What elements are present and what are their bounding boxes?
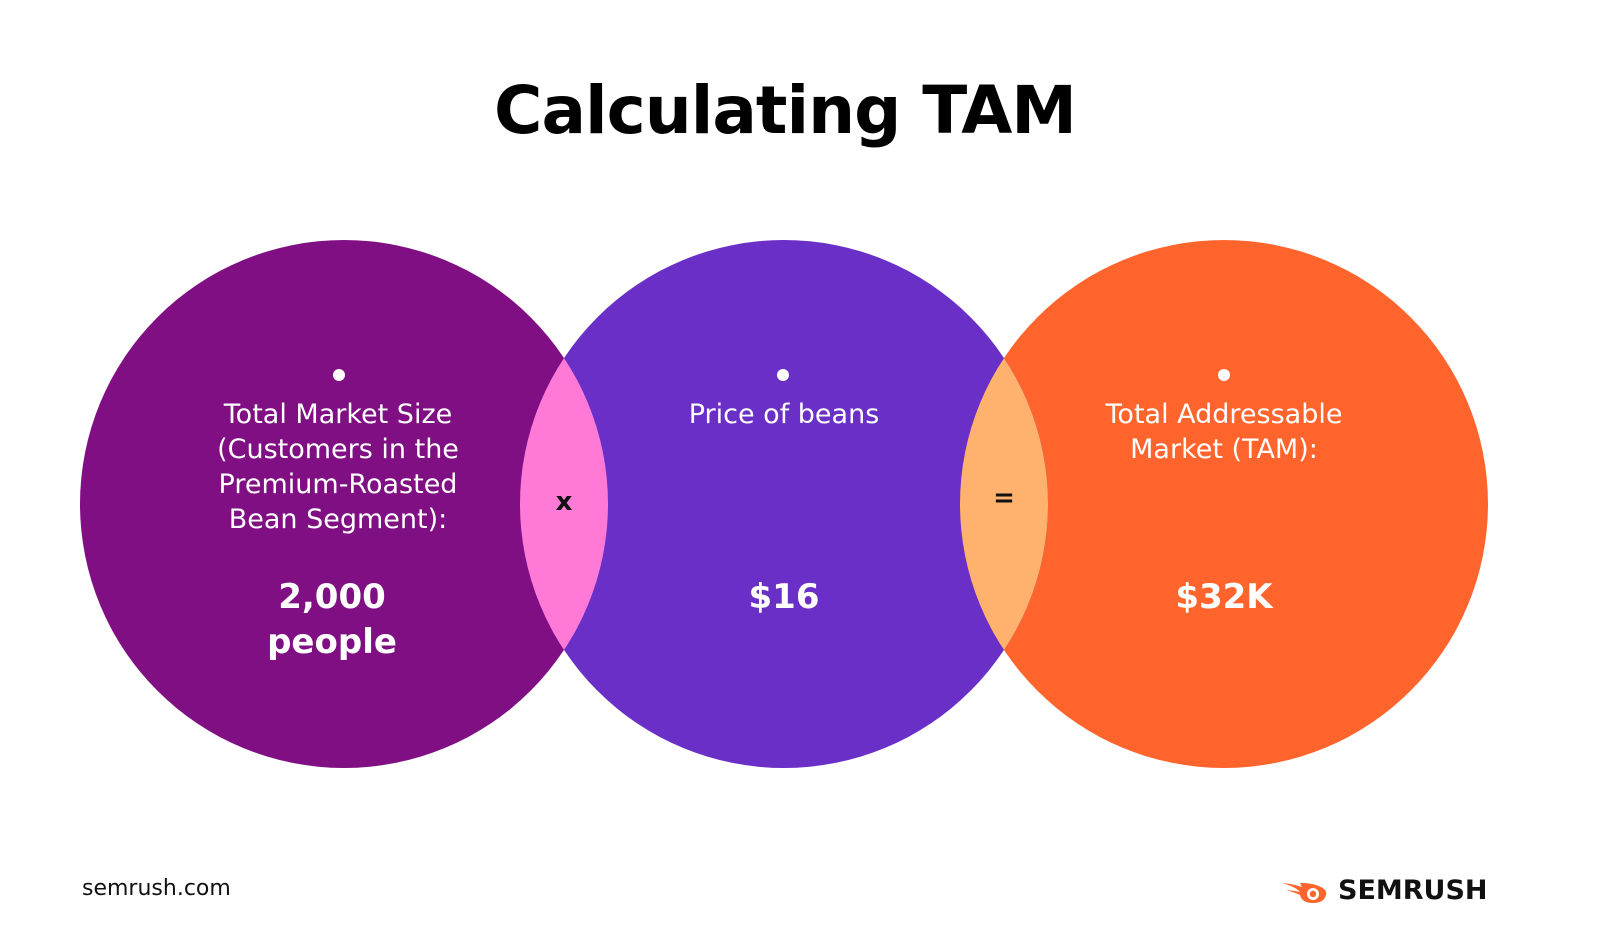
value-price: $16 — [748, 577, 820, 617]
label-tam: Total Addressable Market (TAM): — [1105, 399, 1343, 465]
operator-equals: = — [993, 483, 1015, 513]
circle-price — [520, 240, 1048, 768]
label-market-size: Total Market Size (Customers in the Prem… — [217, 399, 459, 535]
bullet-dot-left — [333, 369, 345, 381]
page-title: Calculating TAM — [494, 72, 1077, 149]
bullet-dot-middle — [777, 369, 789, 381]
brand-name: SEMRUSH — [1338, 874, 1488, 906]
operator-multiply: x — [555, 487, 573, 517]
label-price: Price of beans — [688, 399, 880, 430]
circle-market-size — [80, 240, 608, 768]
bullet-dot-right — [1218, 369, 1230, 381]
site-url: semrush.com — [82, 876, 231, 901]
brand-logo: SEMRUSH — [1280, 868, 1488, 912]
value-market-size: 2,000 people — [267, 577, 397, 662]
circle-right-tam — [960, 240, 1488, 768]
semrush-flame-icon — [1282, 883, 1327, 903]
value-tam: $32K — [1175, 577, 1273, 617]
